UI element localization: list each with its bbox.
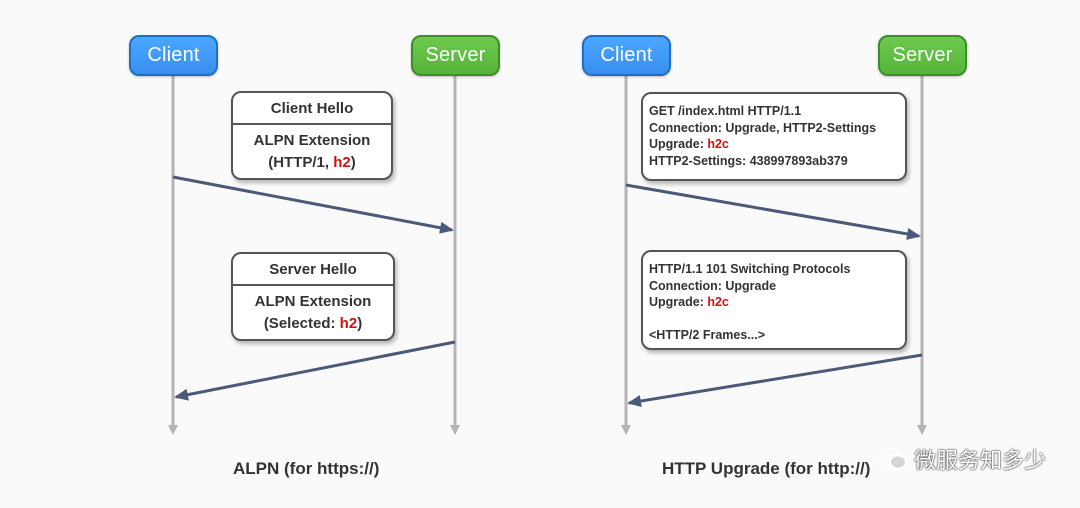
- upgrade-header-name: Upgrade:: [649, 295, 708, 309]
- selected-prefix: (Selected:: [263, 315, 340, 332]
- h2-highlight: h2: [333, 154, 351, 171]
- alpn-extension-label: ALPN Extension: [254, 293, 372, 310]
- wechat-icon: [878, 448, 907, 470]
- server-label: Server: [425, 44, 486, 66]
- upgrade-request-arrow: [625, 183, 921, 240]
- http2-settings-header: HTTP2-Settings: 438997893ab379: [649, 153, 848, 168]
- request-line: GET /index.html HTTP/1.1: [649, 104, 802, 118]
- http-upgrade-caption: HTTP Upgrade (for http://): [662, 459, 871, 478]
- watermark-text: 微服务知多少: [913, 448, 1046, 473]
- watermark: 微服务知多少: [878, 443, 1046, 475]
- client-hello-box: Client Hello ALPN Extension (HTTP/1, h2): [231, 91, 393, 180]
- status-line: HTTP/1.1 101 Switching Protocols: [649, 262, 851, 276]
- h2c-highlight: h2c: [707, 295, 729, 309]
- server-label: Server: [892, 44, 953, 66]
- server-hello-box: Server Hello ALPN Extension (Selected: h…: [231, 252, 395, 341]
- server-node-left: Server: [411, 35, 500, 76]
- upgrade-request-box: GET /index.html HTTP/1.1 Connection: Upg…: [641, 92, 907, 181]
- upgrade-header-name: Upgrade:: [649, 137, 708, 151]
- connection-header: Connection: Upgrade, HTTP2-Settings: [649, 120, 877, 135]
- client-hello-arrow: [172, 175, 454, 234]
- server-node-right: Server: [878, 35, 967, 76]
- h2-highlight: h2: [339, 315, 358, 332]
- http2-frames-line: <HTTP/2 Frames...>: [649, 327, 766, 342]
- client-node-right: Client: [582, 35, 671, 76]
- client-label: Client: [147, 44, 200, 66]
- selected-suffix: ): [357, 315, 363, 332]
- server-hello-title: Server Hello: [233, 254, 393, 286]
- upgrade-header: Upgrade: h2c: [649, 136, 899, 153]
- connection-header: Connection: Upgrade: [649, 278, 777, 293]
- server-hello-body: ALPN Extension (Selected: h2): [233, 286, 393, 335]
- alpn-extension-label: ALPN Extension: [253, 132, 371, 149]
- protocol-list: (HTTP/1, h2): [237, 152, 387, 174]
- client-hello-title: Client Hello: [233, 93, 391, 125]
- protocol-list-prefix: (HTTP/1,: [268, 154, 334, 171]
- server-hello-arrow: [174, 340, 456, 401]
- alpn-caption: ALPN (for https://): [233, 459, 380, 478]
- switching-response-arrow: [627, 353, 923, 407]
- client-label: Client: [600, 44, 653, 66]
- client-node-left: Client: [129, 35, 218, 76]
- h2c-highlight: h2c: [707, 137, 729, 151]
- client-hello-body: ALPN Extension (HTTP/1, h2): [233, 125, 391, 174]
- protocol-list-suffix: ): [350, 154, 356, 171]
- selected-protocol: (Selected: h2): [237, 313, 389, 335]
- switching-response-box: HTTP/1.1 101 Switching Protocols Connect…: [641, 250, 907, 350]
- upgrade-header: Upgrade: h2c: [649, 294, 899, 311]
